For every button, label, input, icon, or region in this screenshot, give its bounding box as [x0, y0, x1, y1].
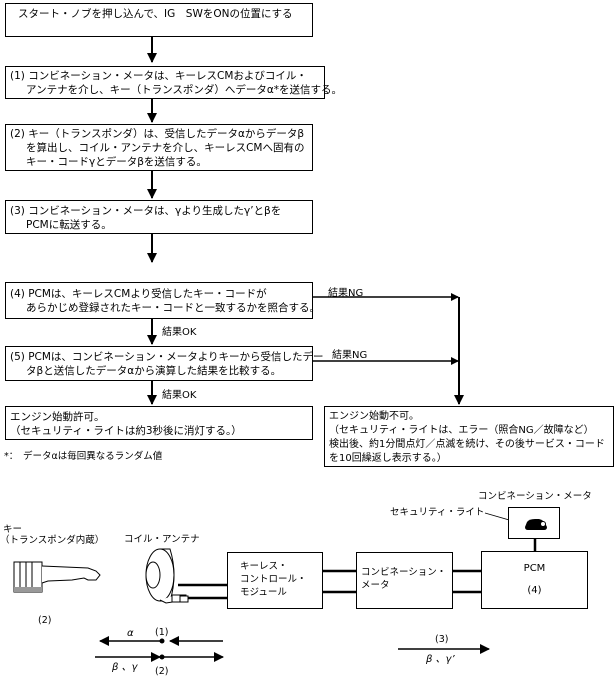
step-1-box: (1) コンビネーション・メータは、キーレスCMおよびコイル・ アンテナを介し、… [5, 66, 343, 99]
key-step-label: (2) [38, 615, 52, 626]
alpha-label: α [127, 628, 134, 639]
permit-line-2: （セキュリティ・ライトは約3秒後に消灯する。） [10, 425, 242, 437]
result-ok-label-5: 結果OK [162, 390, 197, 401]
start-box: スタート・ノブを押し込んで、IG SWをONの位置にする [5, 3, 313, 37]
beta-gamma-prime-label: β 、γ’ [426, 654, 455, 665]
coil-antenna-icon [145, 548, 189, 604]
step-5-line-2: タβと送信したデータαから演算した結果を比較する。 [26, 365, 282, 377]
step-5-line-1: (5) PCMは、コンビネーション・メータよりキーから受信したデー [10, 351, 324, 363]
engine-permit-box: エンジン始動許可。 （セキュリティ・ライトは約3秒後に消灯する。） [5, 406, 313, 440]
result-ng-label-4: 結果NG [328, 288, 364, 299]
deny-line-3: 検出後、約1分間点灯／点滅を続け、その後サービス・コード [329, 439, 605, 450]
step-1-line-2: アンテナを介し、キー（トランスポンダ）へデータα*を送信する。 [26, 84, 343, 96]
deny-line-4: を10回繰返し表示する。） [329, 453, 447, 464]
step-3-line-2: PCMに転送する。 [26, 219, 112, 231]
deny-line-2: （セキュリティ・ライトは、エラー（照合NG／故障など） [329, 425, 594, 436]
security-light-label: セキュリティ・ライト [390, 507, 485, 518]
step-4-line-1: (4) PCMは、キーレスCMより受信したキー・コードが [10, 288, 267, 300]
point-2 [159, 654, 165, 660]
start-text: スタート・ノブを押し込んで、IG SWをONの位置にする [18, 8, 293, 20]
step-1-point-label: (1) [155, 627, 169, 638]
combination-meter-box: コンビネーション・ メータ [356, 552, 453, 609]
meter-light-box [508, 507, 560, 539]
key-icon [13, 561, 101, 593]
step-4-box: (4) PCMは、キーレスCMより受信したキー・コードが あらかじめ登録されたキ… [5, 282, 320, 319]
step-3-label: (3) [435, 634, 449, 645]
coil-antenna-label: コイル・アンテナ [124, 534, 200, 545]
step-2-line-1: (2) キー（トランスポンダ）は、受信したデータαからデータβ [10, 128, 305, 140]
keyless-line-3: モジュール [240, 587, 287, 598]
step-3-box: (3) コンビネーション・メータは、γより生成したγ’とβを PCMに転送する。 [5, 200, 313, 234]
keyless-line-1: キーレス・ [240, 561, 288, 572]
permit-line-1: エンジン始動許可。 [10, 411, 105, 423]
step-4-line-2: あらかじめ登録されたキー・コードと一致するかを照合する。 [26, 302, 320, 314]
engine-deny-box: エンジン始動不可。 （セキュリティ・ライトは、エラー（照合NG／故障など） 検出… [324, 406, 614, 467]
beta-gamma-label: β 、γ [112, 662, 138, 673]
meter-top-label: コンビネーション・メータ [478, 491, 592, 502]
key-label: キー [3, 524, 23, 535]
pcm-box: PCM (4) [481, 551, 588, 609]
step-2-line-2: を算出し、コイル・アンテナを介し、キーレスCMへ固有の [26, 142, 305, 154]
meter-line-2: メータ [361, 580, 390, 591]
footnote: *： データαは毎回異なるランダム値 [4, 451, 163, 462]
result-ok-label-4: 結果OK [162, 327, 197, 338]
step-2-line-3: キー・コードγとデータβを送信する。 [26, 156, 207, 168]
keyless-line-2: コントロール・ [240, 574, 307, 585]
security-light-car-icon [525, 519, 547, 530]
deny-line-1: エンジン始動不可。 [329, 411, 419, 422]
key-transponder-label: （トランスポンダ内蔵） [0, 535, 105, 546]
meter-line-1: コンビネーション・ [361, 567, 447, 578]
step-2-box: (2) キー（トランスポンダ）は、受信したデータαからデータβ を算出し、コイル… [5, 124, 313, 171]
pcm-step-label: (4) [527, 585, 542, 596]
pcm-label: PCM [523, 563, 546, 574]
step-3-line-1: (3) コンビネーション・メータは、γより生成したγ’とβを [10, 205, 282, 217]
keyless-control-module-box: キーレス・ コントロール・ モジュール [227, 552, 323, 609]
point-1 [159, 638, 165, 644]
step-2-point-label: (2) [155, 666, 169, 677]
step-5-box: (5) PCMは、コンビネーション・メータよりキーから受信したデー タβと送信し… [5, 346, 324, 381]
result-ng-label-5: 結果NG [332, 350, 368, 361]
step-1-line-1: (1) コンビネーション・メータは、キーレスCMおよびコイル・ [10, 70, 307, 82]
